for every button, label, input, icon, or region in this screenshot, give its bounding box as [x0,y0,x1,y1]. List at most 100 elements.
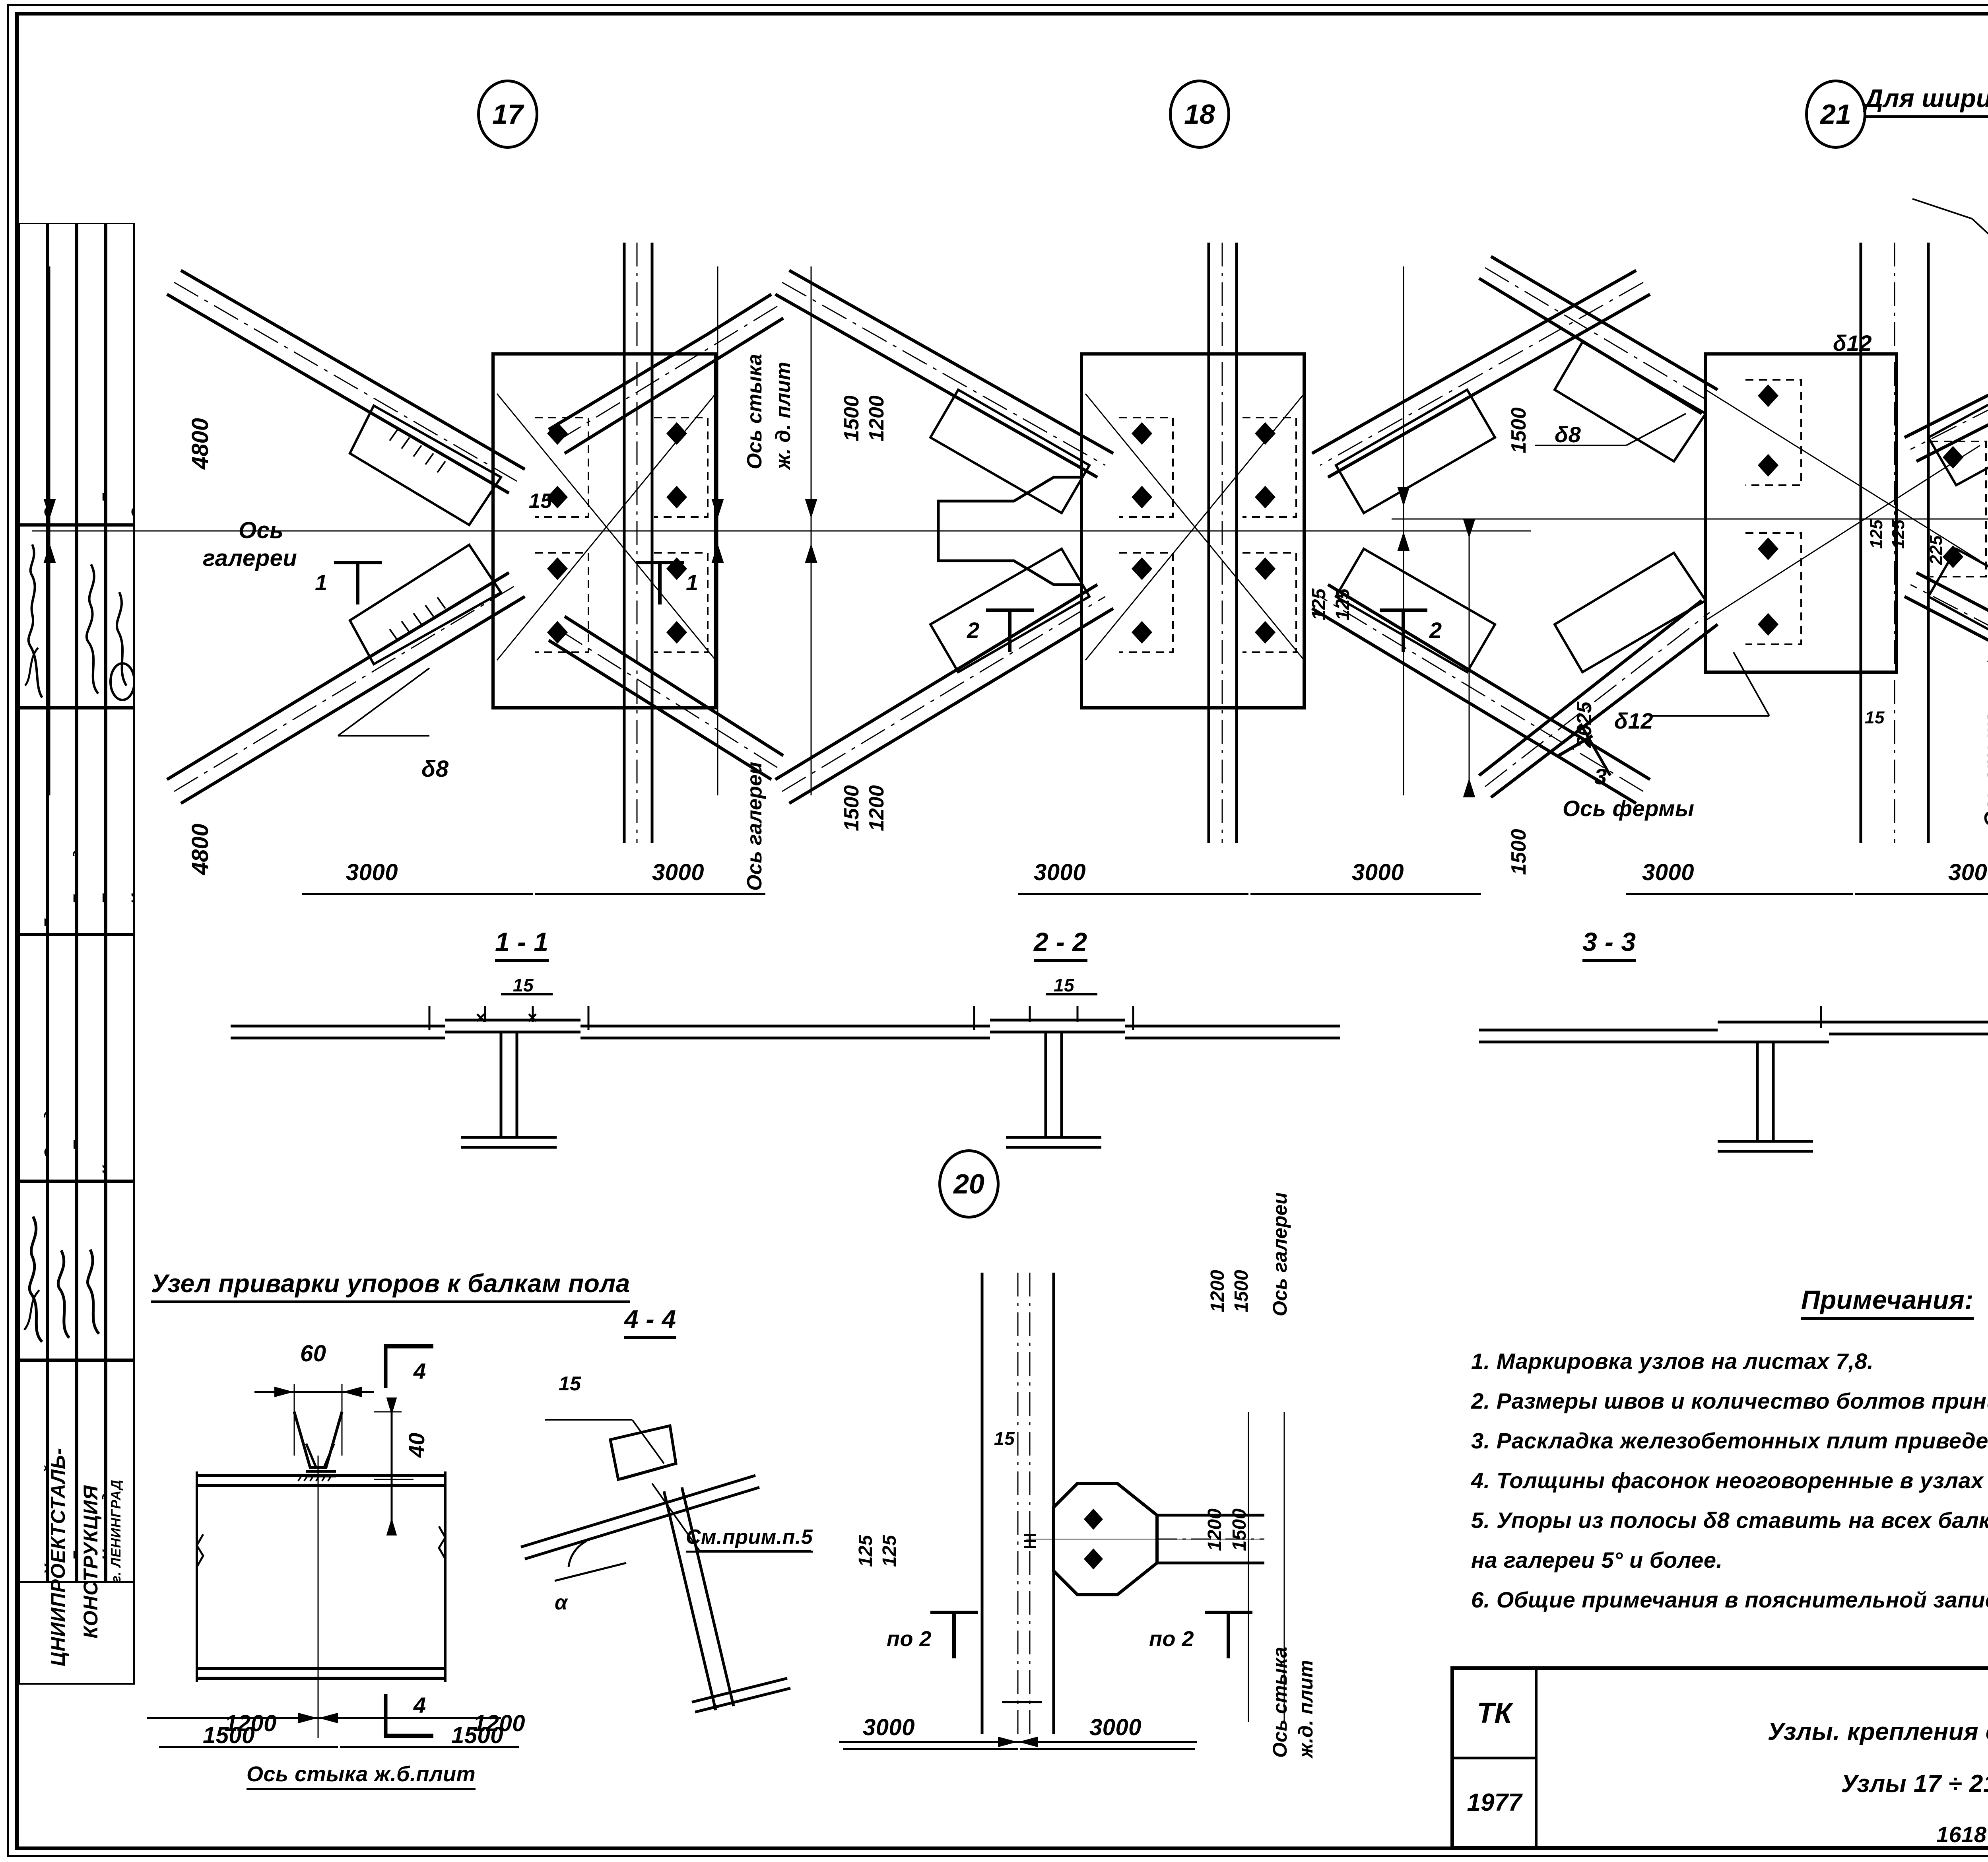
detail-bubble-21[interactable]: 21 [1805,80,1866,149]
stamp-name-cell-4: Смагина [106,223,135,525]
stamp-name2-label-2: Плишкин [71,1082,77,1151]
stamp-signature2-1 [19,1181,48,1360]
detail-20-dim-line-1500-l [159,1746,338,1748]
detail-20-marker-4-bot: 4 [414,1693,426,1718]
detail-20-dim-3000-r: 3000 [1089,1714,1142,1740]
note-item: 2. Размеры швов и количество болтов прин… [1471,1388,1988,1413]
detail-20-dim-3000-l: 3000 [863,1714,915,1740]
detail-21-axis-joint-line1: Ось стыка [1980,711,1988,827]
section-title-3-3: 3 - 3 [1582,927,1636,962]
detail-20-axis-joint-line1: Ось стыка [1269,1646,1291,1758]
detail-21-plate-12-bot: δ12 [1614,708,1653,733]
detail-17-dim-line-right [535,893,765,895]
detail-21-dim-line-right [1855,893,1988,895]
detail-20-dim-1200-r: 1200 [473,1710,526,1736]
detail-20-dim-3000-line-r [1020,1748,1195,1750]
detail-21-plate-12-top: δ12 [1833,330,1872,356]
stamp-name2-2: Плишкин [48,935,77,1181]
detail-18-axis-joint-line1: Ось стыка [743,354,766,469]
note-item: на галереи 5° и более. [1471,1547,1723,1572]
detail-17-dim-line-left [302,893,533,895]
detail-bubble-17[interactable]: 17 [477,80,538,149]
stamp-name-4: Смагина [129,453,135,519]
detail-20-section-4-4-drawing [520,1419,811,1714]
detail-18-dim-1500-top: 1500 [840,395,863,441]
org-city: г. ЛЕНИНГРАД [109,1479,124,1583]
detail-20-dim-1500-l: 1500 [203,1722,255,1748]
stamp-signature-4 [106,525,135,708]
stamp-signature-3 [77,525,106,708]
detail-21-dim-1500-top: 1500 [1507,407,1530,453]
detail-21-drawing [1392,198,1988,843]
detail-21-section-3-bot: 3 [1594,764,1607,789]
detail-18-dim-125-b: 125 [1332,588,1353,620]
detail-18-dim-125-a: 125 [1309,588,1330,620]
detail-18-dim-line-left [1018,893,1248,895]
detail-17-axis-line1: Ось [239,517,284,543]
detail-20-axis-gallery: Ось галереи [1269,1192,1291,1316]
detail-20-dim-1200-l: 1200 [225,1710,277,1736]
signature-scrawl-5 [23,1216,43,1343]
detail-20-dim-1200-b: 1200 [1207,1270,1228,1312]
title-block-title-col: Узлы. крепления связей. Узлы 17 ÷ 21. [1538,1670,1988,1846]
detail-21-dim-left: 3000 [1642,859,1695,885]
detail-20-weld-15: 15 [559,1372,581,1395]
note-item: 3. Раскладка железобетонных плит приведе… [1471,1428,1988,1453]
section-title-1-1: 1 - 1 [495,927,549,962]
detail-21-dim-125-b: 125 [1889,519,1908,549]
detail-21-dim-125-a: 125 [1867,519,1886,549]
detail-20-note-ref: См.прим.п.5 [686,1525,813,1553]
detail-20-dim-60: 60 [300,1341,326,1366]
detail-21-axis-truss: Ось фермы [1563,796,1695,821]
stamp-name2-3: Кузьменко [77,935,106,1181]
stamp-sign-2 [48,223,77,525]
org-name-line2: КОНСТРУКЦИЯ [80,1485,102,1638]
organization-box: ЦНИИПРОЕКТСТАЛЬ- КОНСТРУКЦИЯ г. ЛЕНИНГРА… [19,1360,135,1685]
detail-17-dim-top: 4800 [187,418,213,469]
note-item: 5. Упоры из полосы δ8 ставить на всех ба… [1471,1508,1988,1533]
detail-21-dim-225: 225 [1926,535,1946,565]
stamp-signature2-2 [48,1181,77,1360]
stamp-signature2-4 [106,1181,135,1360]
title-stamp-strip: Симонов Берик Смагина [19,223,135,1685]
detail-17-plate-label: δ8 [421,756,449,782]
title-block: ТК 1977 Узлы. крепления связей. Узлы 17 … [1450,1666,1988,1849]
notes-title: Примечания: [1801,1285,1974,1320]
detail-21-plate-8-left: δ8 [1555,422,1581,447]
detail-bubble-18[interactable]: 18 [1169,80,1230,149]
detail-20-dim-1500-r: 1500 [451,1722,504,1748]
detail-18-axis-gallery: Ось галереи [743,762,766,891]
signature-scrawl-4 [109,591,133,701]
stamp-name-cell-1: Симонов [19,223,48,525]
detail-18-dim-1200-top: 1200 [865,395,888,441]
detail-21-label: Для ширины галереи 8,1м [1865,84,1988,118]
detail-bubble-20[interactable]: 20 [938,1149,1000,1219]
sheet-frame-inner [15,12,1988,1850]
signature-scrawl-1 [24,544,43,698]
detail-17-dim-left: 3000 [346,859,398,885]
detail-20-drawing [147,1344,501,1738]
section-2-2-drawing [775,993,1340,1149]
stamp-name2-label-3: Кузьменко [100,1094,106,1175]
detail-17-dim-right: 3000 [652,859,705,885]
detail-21-dim-1500-bot: 1500 [1507,829,1530,875]
detail-20-section-title: 4 - 4 [624,1304,676,1339]
note-item: 6. Общие примечания в пояснительной запи… [1471,1587,1988,1612]
detail-20-dim-line-1500-r [340,1746,519,1748]
detail-21-dim-2025: 2025 [1573,702,1596,748]
detail-17-dim-bottom: 4800 [187,823,213,875]
detail-20-dim-1500-b: 1500 [1231,1270,1252,1312]
detail-20-dim-1500-a: 1500 [1229,1508,1250,1551]
title-block-title-line2: Узлы 17 ÷ 21. [1841,1770,1988,1798]
detail-20-axis-joint-line2: ж.д. плит [1295,1660,1317,1758]
section-1-1-drawing [231,993,795,1149]
stamp-name-cell-3: Берик [77,223,106,525]
detail-18-drawing [711,243,1651,843]
org-name-line1: ЦНИИПРОЕКТСТАЛЬ- [47,1448,69,1666]
sheet-frame-outer [7,4,1988,1857]
detail-20-title: Узел приварки упоров к балкам пола [151,1269,630,1303]
detail-18-dim-1200-bot: 1200 [865,785,888,831]
stamp-role-label-1: Гл. инж. пр-та [42,818,48,928]
title-block-code: ТК [1454,1670,1535,1759]
